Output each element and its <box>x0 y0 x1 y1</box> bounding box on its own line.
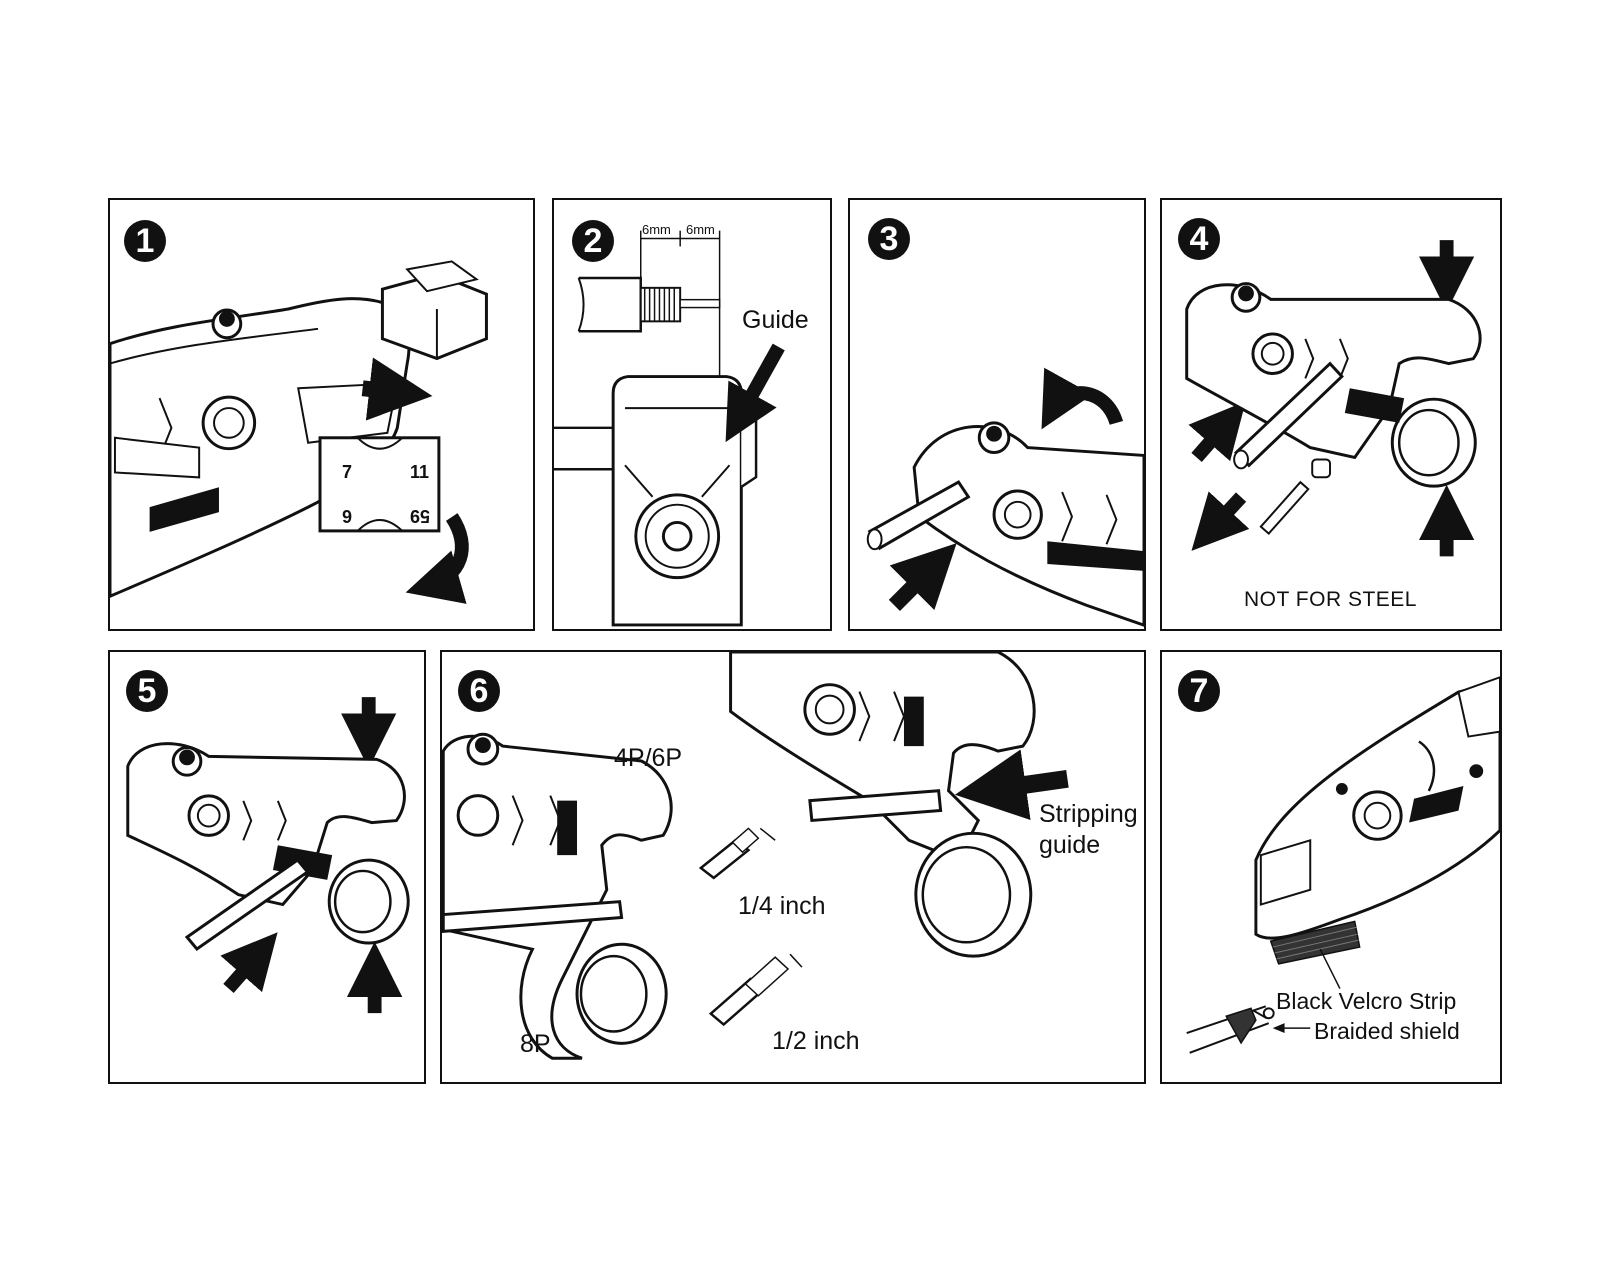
step-6-badge: 6 <box>458 670 500 712</box>
flat-cable-icon <box>184 858 310 951</box>
step-3-badge: 3 <box>868 218 910 260</box>
step-4-badge: 4 <box>1178 218 1220 260</box>
rotate-arrow-icon <box>405 513 469 604</box>
stripper-tool-icon <box>1185 240 1482 557</box>
step-6-panel: 6 4P/6P 8P 1/4 inch 1/2 inch Stripping g… <box>440 650 1146 1084</box>
guide-label: Guide <box>742 306 809 334</box>
step-1-panel: 1 7 11 6 59 <box>108 198 535 631</box>
label-4p6p: 4P/6P <box>614 744 683 772</box>
black-velcro-strip-label: Black Velcro Strip <box>1276 988 1457 1014</box>
stripping-guide-label-line-2: guide <box>1039 831 1101 859</box>
stripper-tool-icon <box>1186 676 1500 1054</box>
flat-cable-icon <box>708 953 803 1027</box>
braided-shield-label: Braided shield <box>1314 1018 1460 1044</box>
scale-label-11: 11 <box>410 462 430 482</box>
dimension-label-a: 6mm <box>642 222 671 237</box>
coax-cable-icon <box>1186 1005 1311 1054</box>
coax-cable-icon <box>577 276 721 333</box>
step-2-badge: 2 <box>572 220 614 262</box>
arrow-icon <box>954 749 1069 821</box>
stripping-guide-label-line-1: Stripping <box>1039 800 1138 828</box>
scale-label-59: 59 <box>410 506 431 526</box>
blade-cassette-icon <box>380 260 488 361</box>
rotate-arrow-icon <box>1041 367 1124 430</box>
label-half-inch: 1/2 inch <box>772 1027 860 1055</box>
label-8p: 8P <box>520 1030 551 1058</box>
arrow-icon <box>361 357 433 421</box>
not-for-steel-label: NOT FOR STEEL <box>1244 588 1417 611</box>
scale-label-7: 7 <box>342 462 353 482</box>
arrow-icon <box>220 932 278 994</box>
arrow-icon <box>1188 401 1246 463</box>
step-1-badge: 1 <box>124 220 166 262</box>
stripper-tool-icon <box>866 367 1144 627</box>
stripper-tool-icon <box>126 697 410 1014</box>
step-4-panel: 4 NOT FOR STEEL <box>1160 198 1502 631</box>
arrow-icon <box>725 343 785 443</box>
arrow-icon <box>1191 491 1250 551</box>
step-5-badge: 5 <box>126 670 168 712</box>
flat-cable-icon <box>698 827 776 880</box>
dimension-label-b: 6mm <box>686 222 715 237</box>
stripper-tool-icon <box>110 260 488 604</box>
scale-label-6: 6 <box>342 506 353 526</box>
step-7-badge: 7 <box>1178 670 1220 712</box>
label-quarter-inch: 1/4 inch <box>738 892 826 920</box>
step-2-panel: 2 6mm 6mm Guide <box>552 198 832 631</box>
stripper-tool-icon <box>442 652 1069 1060</box>
arrow-icon <box>888 543 957 611</box>
step-7-panel: 7 Black Velcro Strip Braided shield <box>1160 650 1502 1084</box>
step-3-panel: 3 <box>848 198 1146 631</box>
step-5-panel: 5 <box>108 650 426 1084</box>
